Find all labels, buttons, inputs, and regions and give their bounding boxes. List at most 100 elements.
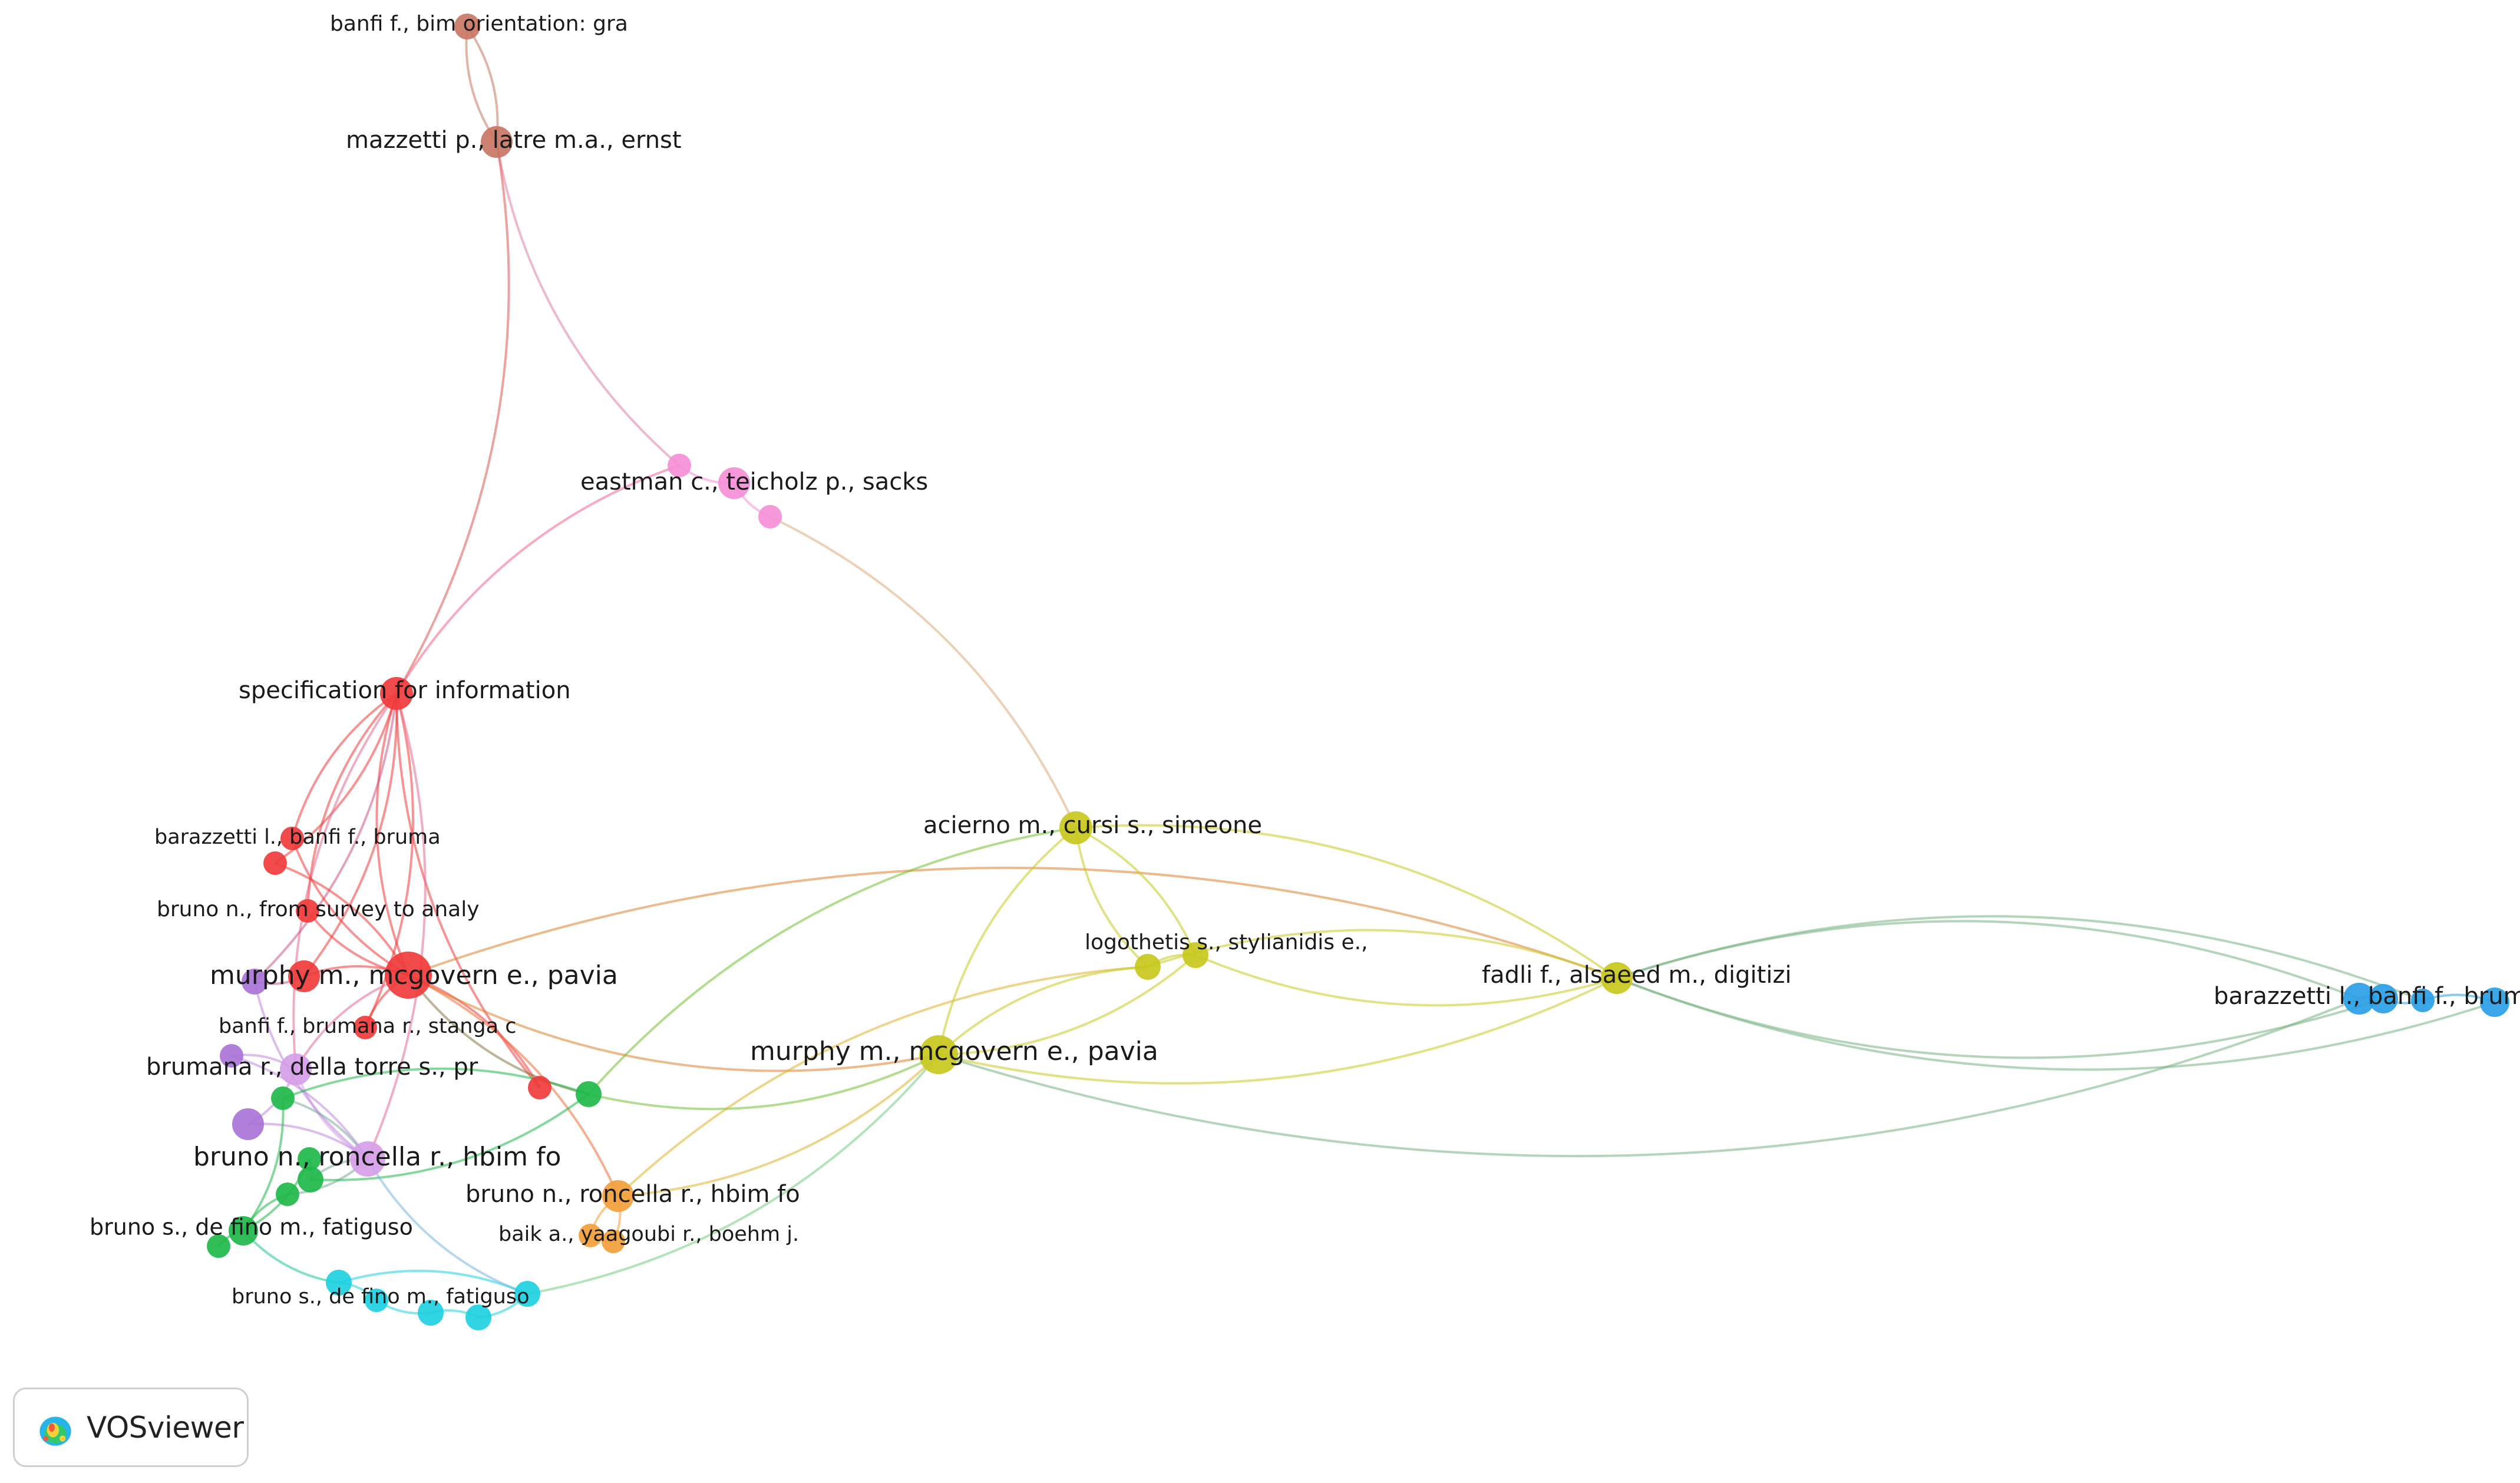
node-label-fadli: fadli f., alsaeed m., digitizi <box>1482 962 1792 989</box>
network-link <box>938 977 1617 1085</box>
network-node-green-d[interactable] <box>298 1167 323 1193</box>
network-node-bruno-hbim-l[interactable] <box>350 1141 385 1177</box>
network-link <box>1075 827 1197 956</box>
network-link <box>527 1053 940 1295</box>
network-link <box>587 827 1076 1095</box>
network-node-bruno-survey[interactable] <box>296 899 319 923</box>
network-node-blue-c[interactable] <box>2480 987 2509 1017</box>
nodes-layer <box>207 14 2509 1330</box>
network-link <box>1616 915 2423 1002</box>
network-link <box>253 693 398 983</box>
network-link <box>306 692 398 911</box>
network-node-logothetis[interactable] <box>1183 942 1208 968</box>
network-node-barazzetti-r[interactable] <box>280 827 304 850</box>
node-label-logothetis: logothetis s., stylianidis e., <box>1085 930 1368 954</box>
network-node-baik[interactable] <box>579 1224 602 1247</box>
network-node-bruno-s-c[interactable] <box>514 1281 540 1307</box>
network-link <box>291 692 398 839</box>
network-node-spec[interactable] <box>380 677 413 710</box>
network-link <box>938 954 1197 1056</box>
network-link <box>1147 929 1617 979</box>
network-link <box>292 692 398 1070</box>
network-link <box>938 998 2360 1158</box>
labels-layer: banfi f., bim orientation: gra mazzetti p… <box>90 12 2520 1309</box>
network-node-banfi-brumana[interactable] <box>354 1016 377 1039</box>
network-node-barazzetti-r2[interactable] <box>263 851 287 875</box>
network-link <box>1075 824 1618 979</box>
network-node-blue-a[interactable] <box>2369 984 2398 1013</box>
network-link <box>496 141 681 467</box>
node-label-banfi-brumana: banfi f., brumana r., stanga c <box>219 1015 516 1038</box>
node-label-bruno-s-c: bruno s., de fino m., fatiguso <box>232 1285 530 1309</box>
network-link <box>303 693 398 977</box>
network-node-blue-b[interactable] <box>2411 989 2435 1012</box>
network-node-eastman-b[interactable] <box>758 505 782 529</box>
node-label-eastman: eastman c., teicholz p., sacks <box>580 468 928 496</box>
network-link <box>310 1093 590 1181</box>
network-link <box>617 966 1148 1197</box>
network-link <box>408 866 1617 979</box>
network-link <box>395 141 510 695</box>
network-node-murphy-r[interactable] <box>288 960 320 992</box>
network-node-brumana[interactable] <box>280 1053 312 1085</box>
network-node-red-c[interactable] <box>528 1076 551 1099</box>
network-node-mazzetti[interactable] <box>481 126 513 158</box>
network-link <box>366 693 427 1160</box>
network-node-green-f[interactable] <box>207 1234 230 1258</box>
node-label-murphy-r: murphy m., mcgovern e., pavia <box>210 960 618 990</box>
network-node-eastman-a[interactable] <box>668 454 691 477</box>
node-label-bruno-survey: bruno n., from survey to analy <box>157 897 480 921</box>
node-label-barazzetti-b: barazzetti l., banfi f., bruma <box>2214 983 2520 1010</box>
network-link <box>291 838 409 976</box>
network-link <box>937 966 1148 1056</box>
network-link <box>395 464 680 695</box>
node-label-baik: baik a., yaagoubi r., boehm j. <box>498 1223 799 1246</box>
network-node-banfi-bim[interactable] <box>454 14 480 39</box>
network-node-green-e[interactable] <box>298 1147 321 1171</box>
network-node-olive-a[interactable] <box>1135 954 1161 980</box>
network-node-green-b[interactable] <box>276 1183 299 1206</box>
node-label-bruno-hbim-l: bruno n., roncella r., hbim fo <box>193 1142 561 1172</box>
network-node-green-c[interactable] <box>576 1081 602 1107</box>
node-label-murphy-y: murphy m., mcgovern e., pavia <box>750 1036 1158 1066</box>
node-label-brumana: brumana r., della torre s., pr <box>146 1053 478 1081</box>
network-link <box>769 516 1077 828</box>
network-node-barazzetti-b[interactable] <box>2343 983 2375 1015</box>
network-node-green-a[interactable] <box>271 1086 295 1110</box>
network-node-bruno-hbim-o[interactable] <box>602 1180 634 1212</box>
node-label-banfi-bim: banfi f., bim orientation: gra <box>330 12 628 36</box>
vosviewer-logo-text: VOSviewer <box>87 1410 244 1445</box>
network-link <box>375 693 409 976</box>
network-node-cyan-c[interactable] <box>418 1300 444 1326</box>
network-link <box>1616 977 2495 1071</box>
vosviewer-logo-icon <box>39 1416 71 1446</box>
network-node-eastman[interactable] <box>718 467 750 499</box>
network-node-murphy-r-big[interactable] <box>385 952 432 999</box>
network-link <box>408 974 619 1197</box>
network-link <box>408 974 939 1072</box>
network-node-purple-a[interactable] <box>242 969 267 995</box>
network-link <box>364 693 414 1028</box>
links-layer <box>217 25 2495 1319</box>
node-label-spec: specification for information <box>239 677 571 704</box>
network-link <box>231 1055 369 1160</box>
network-node-murphy-y[interactable] <box>919 1035 958 1074</box>
network-link <box>275 862 409 976</box>
network-node-bruno-s[interactable] <box>229 1216 258 1246</box>
network-node-cyan-b[interactable] <box>365 1289 388 1312</box>
network-link <box>1195 954 1617 1007</box>
network-link <box>366 1158 528 1295</box>
node-label-bruno-s: bruno s., de fino m., fatiguso <box>90 1214 413 1240</box>
node-label-mazzetti: mazzetti p., latre m.a., ernst <box>346 127 682 154</box>
network-node-cyan-d[interactable] <box>465 1304 491 1330</box>
network-node-purple-b[interactable] <box>220 1044 243 1068</box>
network-node-fadli[interactable] <box>1601 962 1633 994</box>
network-link <box>588 1053 939 1111</box>
network-node-orange-b[interactable] <box>602 1230 625 1253</box>
network-node-cyan-a[interactable] <box>326 1270 352 1296</box>
network-link <box>937 827 1077 1055</box>
network-node-purple-c[interactable] <box>232 1108 264 1140</box>
network-node-acierno[interactable] <box>1059 811 1092 844</box>
